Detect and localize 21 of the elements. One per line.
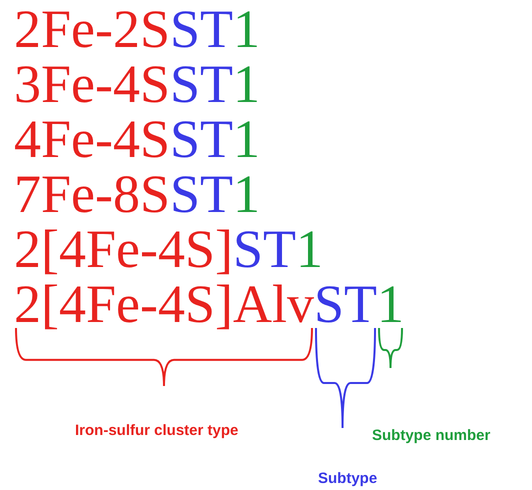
subtype-text: ST xyxy=(170,167,234,222)
cluster-type-text: 2[4Fe-4S] xyxy=(14,222,233,277)
subtype-number-text: 1 xyxy=(377,277,404,332)
cluster-type-text: 4Fe-4S xyxy=(14,112,170,167)
subtype-number-text: 1 xyxy=(233,57,260,112)
cluster-type-text: 3Fe-4S xyxy=(14,57,170,112)
subtype-text: ST xyxy=(170,2,234,57)
subtype-text: ST xyxy=(170,57,234,112)
subtype-text: ST xyxy=(232,222,296,277)
bracket-label: Subtype xyxy=(318,469,378,489)
subtype-number-text: 1 xyxy=(296,222,324,277)
subtype-number-text: 1 xyxy=(233,112,260,167)
subtype-number-text: 1 xyxy=(233,2,260,57)
cluster-type-text: 7Fe-8S xyxy=(14,167,170,222)
subtype-number-text: 1 xyxy=(233,167,260,222)
cluster-type-text: 2Fe-2S xyxy=(14,2,170,57)
subtype-text: ST xyxy=(170,112,234,167)
subtype-text: ST xyxy=(314,277,378,332)
bracket-label: Subtype number xyxy=(372,426,490,446)
cluster-type-text: 2[4Fe-4S]Alv xyxy=(14,277,314,332)
bracket-label: Iron-sulfur cluster type xyxy=(75,421,238,441)
